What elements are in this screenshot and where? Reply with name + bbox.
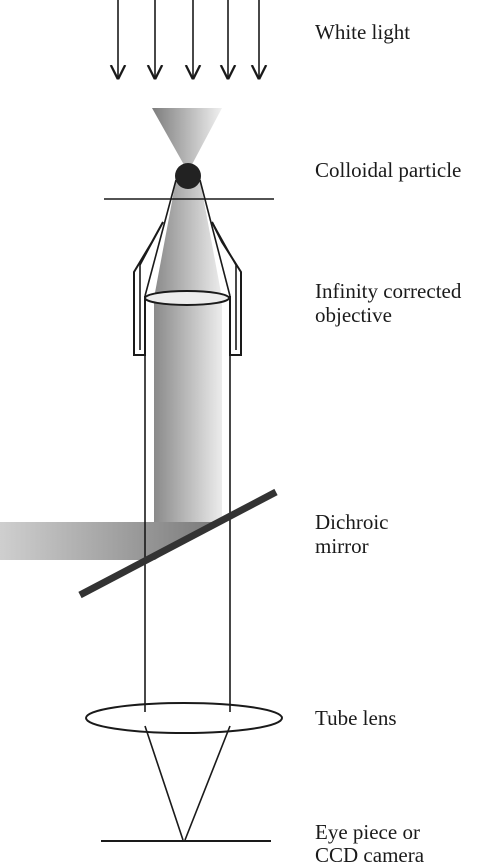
ray-left-converging	[144, 725, 184, 841]
ray-right-upper	[199, 179, 231, 297]
collimated-beam	[154, 298, 222, 522]
label-detector-line2: CCD camera	[315, 843, 425, 862]
dichroic-mirror	[78, 488, 278, 599]
collection-cone	[154, 180, 222, 298]
label-colloidal-particle: Colloidal particle	[315, 158, 462, 182]
label-tube-lens: Tube lens	[315, 706, 397, 730]
label-dichroic-line1: Dichroic	[315, 510, 389, 534]
colloidal-particle-dot	[175, 163, 201, 189]
ray-right-converging	[184, 725, 231, 841]
label-objective-line1: Infinity corrected	[315, 279, 462, 303]
label-white-light: White light	[315, 20, 411, 44]
label-detector-line1: Eye piece or	[315, 820, 420, 844]
white-light-arrows	[118, 0, 259, 78]
illumination-cone	[152, 108, 222, 172]
tube-lens	[85, 702, 283, 734]
objective-lens	[144, 290, 230, 306]
label-dichroic-line2: mirror	[315, 534, 369, 558]
objective-inner-right	[211, 221, 237, 350]
ray-left-upper	[144, 179, 177, 297]
objective-inner-left	[139, 221, 164, 350]
label-objective-line2: objective	[315, 303, 392, 327]
